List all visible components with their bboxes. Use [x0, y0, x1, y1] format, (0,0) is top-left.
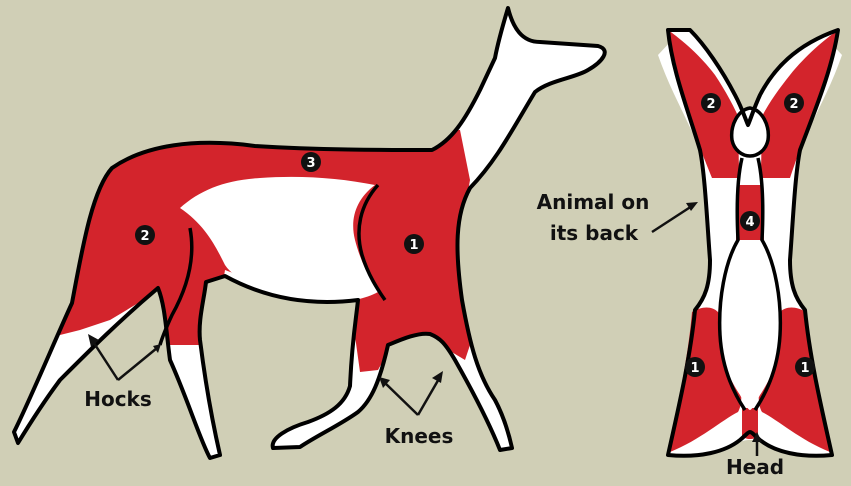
animal-on-back-view: 2 2 4 1 1 [658, 30, 842, 456]
knees-label: Knees [385, 424, 454, 448]
marker-hindquarter-text: 2 [140, 229, 149, 244]
marker-shoulder-text: 1 [409, 238, 418, 253]
animal-on-back-label-line1: Animal on [537, 190, 650, 214]
marker-back-front-right-text: 1 [800, 361, 809, 376]
animal-on-back-callout: Animal on its back [537, 190, 698, 245]
marker-back-hind-left-text: 2 [706, 97, 715, 112]
marker-back-front-right: 1 [795, 357, 815, 377]
marker-back-hind-right-text: 2 [789, 97, 798, 112]
marker-back-front-left: 1 [685, 357, 705, 377]
marker-back-front-left-text: 1 [690, 361, 699, 376]
hocks-callout: Hocks [84, 334, 161, 411]
marker-back: 3 [301, 152, 321, 172]
head-label: Head [726, 455, 784, 479]
marker-back-neck: 4 [740, 211, 760, 231]
marker-back-neck-text: 4 [745, 215, 754, 230]
marker-shoulder: 1 [404, 234, 424, 254]
marker-back-hind-left: 2 [701, 93, 721, 113]
marker-hindquarter: 2 [135, 225, 155, 245]
knees-callout: Knees [379, 371, 453, 448]
marker-back-hind-right: 2 [784, 93, 804, 113]
marker-back-text: 3 [306, 156, 315, 171]
hocks-label: Hocks [84, 387, 152, 411]
animal-on-back-label-line2: its back [550, 221, 639, 245]
